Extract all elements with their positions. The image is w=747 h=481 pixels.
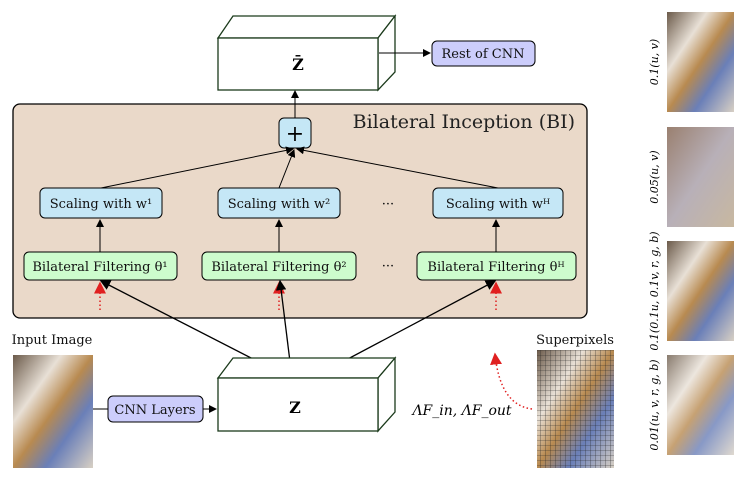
superpixel-arrows <box>94 281 502 310</box>
scaling-box-2: Scaling with w² <box>217 187 341 219</box>
result-image-3 <box>667 241 734 341</box>
result-image-2 <box>667 127 734 227</box>
input-image-label: Input Image <box>12 333 93 348</box>
scaling-box-1: Scaling with w¹ <box>39 187 163 219</box>
zbar-label: Z̄ <box>292 54 304 74</box>
lambda-arrow <box>490 352 533 410</box>
side-label-3: 0.1(0.1u, 0.1v, r, g, b) <box>648 231 661 350</box>
cnn-layers-box: CNN Layers <box>107 395 204 423</box>
ellipsis-filtering: ··· <box>382 259 394 274</box>
svg-text:Bilateral Filtering θᴴ: Bilateral Filtering θᴴ <box>427 260 564 275</box>
svg-text:+: + <box>286 122 304 147</box>
filter-box-1: Bilateral Filtering θ¹ <box>23 251 178 281</box>
result-image-4 <box>667 355 734 455</box>
side-label-2: 0.05(u, v) <box>648 150 661 203</box>
side-label-4: 0.01(u, v, r, g, b) <box>648 359 661 450</box>
input-image <box>13 355 93 468</box>
lambda-label: ΛF_in, ΛF_out <box>410 403 511 419</box>
svg-text:CNN Layers: CNN Layers <box>114 403 195 418</box>
svg-text:Rest of CNN: Rest of CNN <box>442 47 525 62</box>
svg-text:Scaling with w¹: Scaling with w¹ <box>50 197 152 212</box>
result-image-1 <box>667 12 734 112</box>
svg-text:Scaling with w²: Scaling with w² <box>228 197 330 212</box>
side-label-1: 0.1(u, v) <box>648 39 661 85</box>
z-cube: Z <box>216 356 397 433</box>
filter-box-2: Bilateral Filtering θ² <box>201 251 357 281</box>
svg-text:Bilateral Filtering θ²: Bilateral Filtering θ² <box>211 260 346 275</box>
scaling-box-h: Scaling with wᴴ <box>432 187 564 219</box>
sum-node: + <box>278 117 312 149</box>
svg-text:Scaling with wᴴ: Scaling with wᴴ <box>446 197 550 212</box>
filter-box-h: Bilateral Filtering θᴴ <box>416 251 577 281</box>
superpixels-label: Superpixels <box>536 333 614 348</box>
superpixel-image <box>537 350 614 468</box>
svg-text:Bilateral Filtering θ¹: Bilateral Filtering θ¹ <box>32 260 167 275</box>
bi-title: Bilateral Inception (BI) <box>353 111 575 133</box>
rest-of-cnn-box: Rest of CNN <box>431 40 536 67</box>
z-label: Z <box>289 398 301 417</box>
ellipsis-scaling: ··· <box>382 197 394 212</box>
zbar-cube: Z̄ <box>216 14 397 92</box>
